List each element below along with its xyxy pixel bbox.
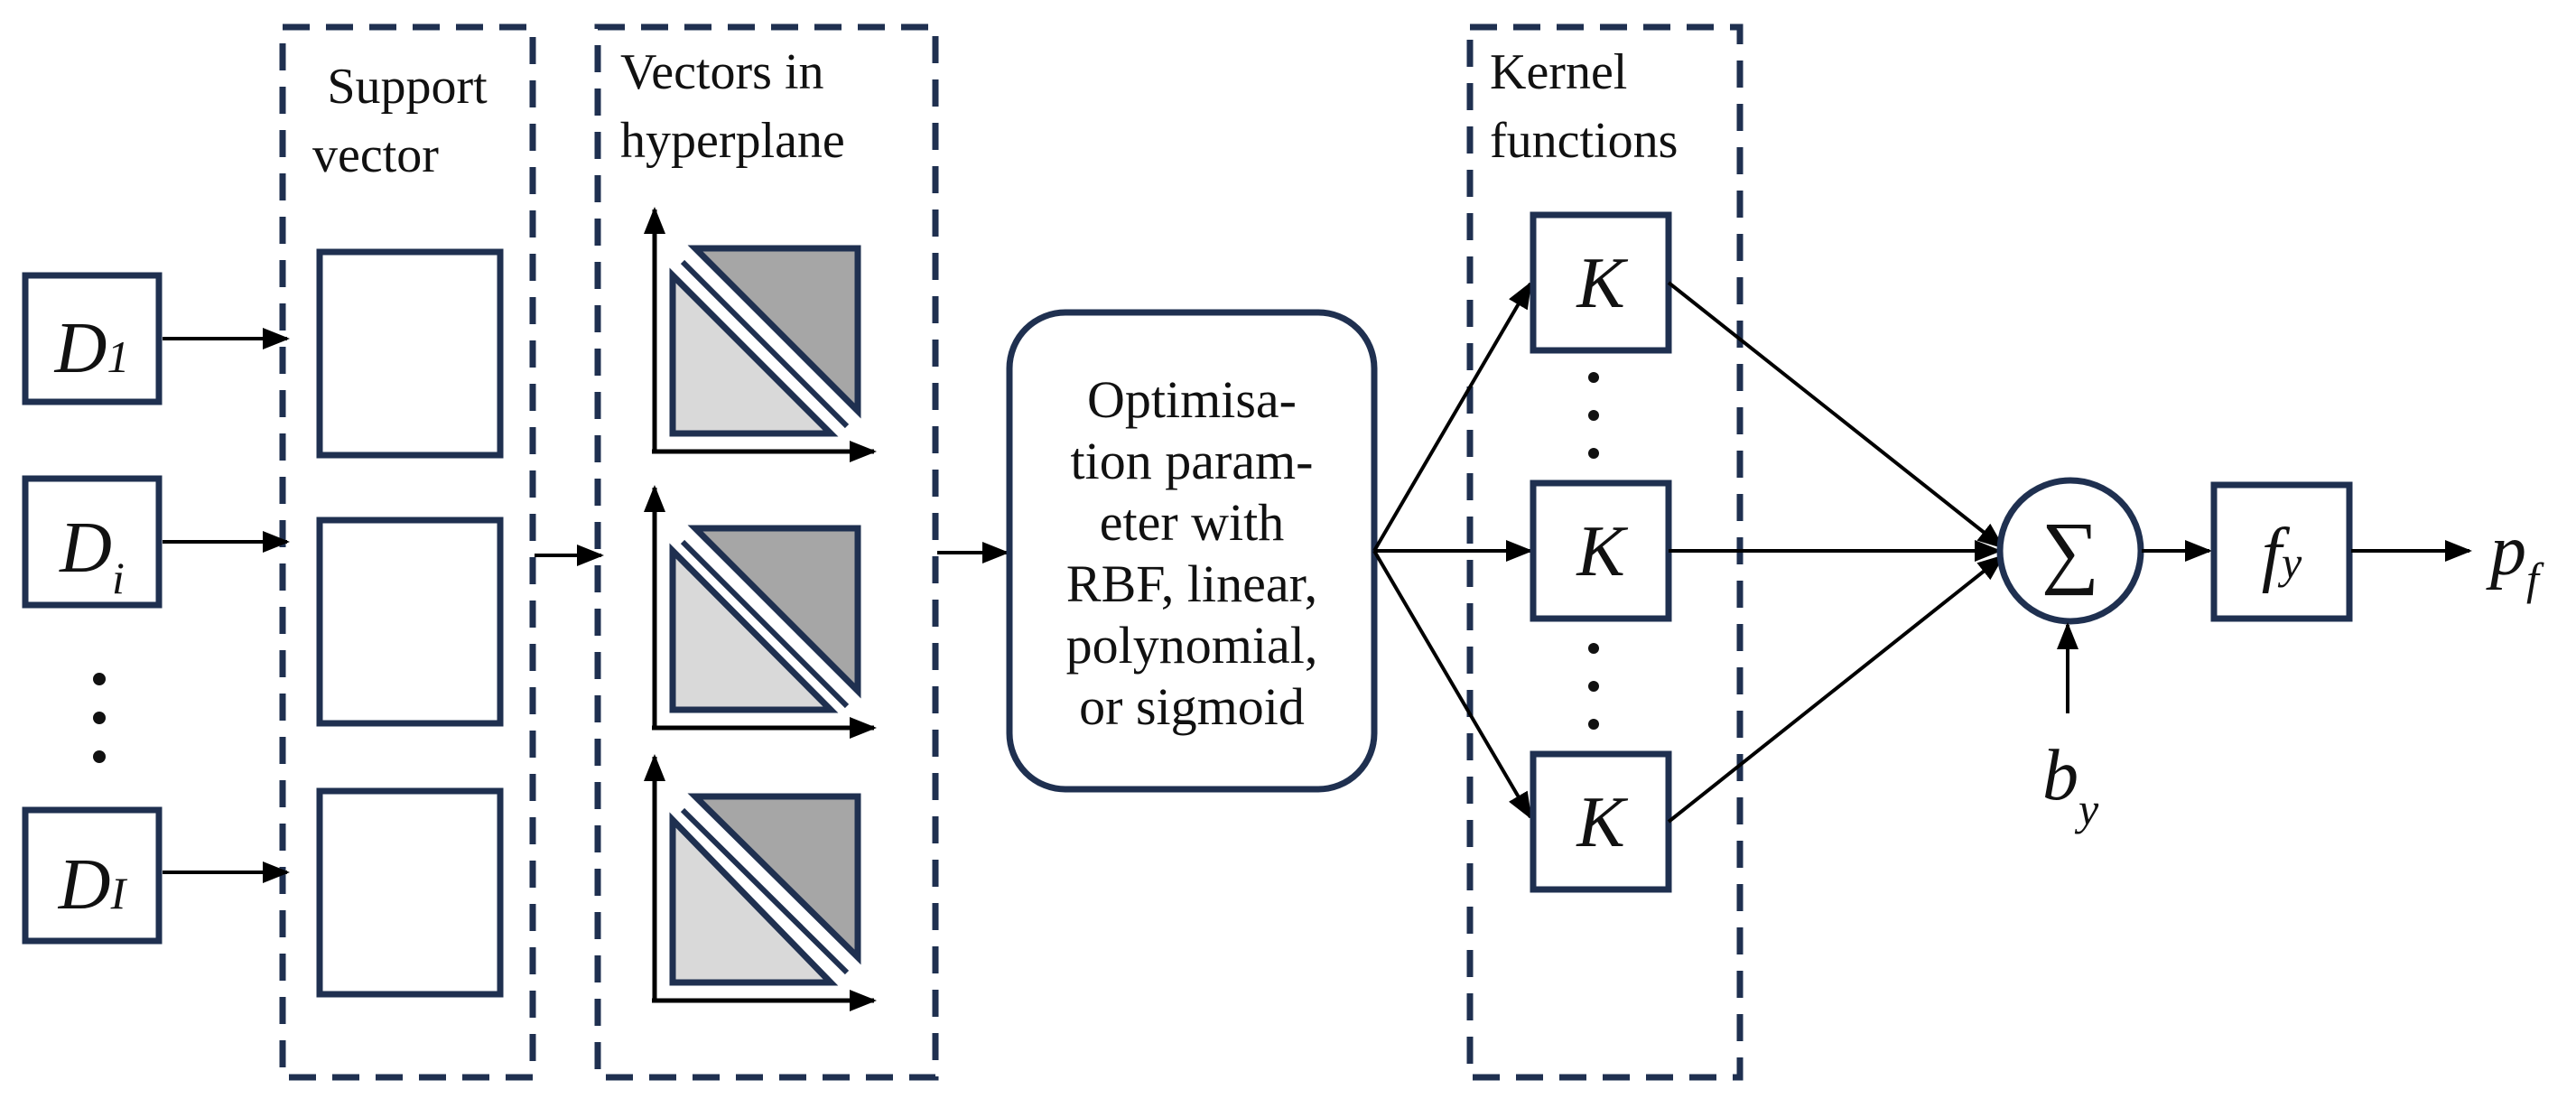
activation-subscript: y xyxy=(2277,537,2302,588)
arrow-optimisation-to-kernel-bottom xyxy=(1372,549,1532,820)
input-dI-subscript: I xyxy=(110,868,128,918)
arrow-kernel-bottom-to-sum xyxy=(1667,554,2005,824)
support-vector-box-2 xyxy=(316,517,504,727)
hyperplane-plot-2 xyxy=(644,485,877,739)
kernel-3-label: K xyxy=(1576,783,1628,862)
input-di-symbol: D xyxy=(59,508,112,588)
input-di-subscript: i xyxy=(112,553,125,603)
kernel-node-2: K xyxy=(1530,480,1672,622)
input-dI-symbol: D xyxy=(58,845,111,925)
summation-node: ∑ xyxy=(1996,477,2144,625)
kernel-node-1: K xyxy=(1530,211,1672,354)
kernel-title: Kernel xyxy=(1490,44,1627,100)
kernel-ellipsis-upper xyxy=(1588,372,1599,459)
input-d1-subscript: 1 xyxy=(107,331,129,382)
bias-subscript: y xyxy=(2074,784,2099,834)
support-vector-title: Support xyxy=(327,59,488,115)
support-vector-box-3 xyxy=(316,787,504,998)
optimisation-line-5: polynomial, xyxy=(1066,616,1318,675)
optimisation-line-1: Optimisa- xyxy=(1087,370,1297,429)
hyperplane-plot-3 xyxy=(644,754,877,1011)
optimisation-line-2: tion param- xyxy=(1071,432,1314,490)
svg-text:DI: DI xyxy=(58,845,128,925)
input-node-di: Di xyxy=(22,475,163,609)
kernel-2-label: K xyxy=(1576,512,1628,591)
arrow-kernel-top-to-sum xyxy=(1667,281,2005,549)
input-node-dI: DI xyxy=(22,806,163,945)
kernel-node-3: K xyxy=(1530,750,1672,893)
hyperplane-plot-1 xyxy=(644,207,877,462)
bias-symbol: b xyxy=(2042,736,2078,815)
kernel-1-label: K xyxy=(1576,244,1628,323)
hyperplane-title-line2: hyperplane xyxy=(620,113,845,169)
output-symbol: p xyxy=(2486,511,2526,591)
support-vector-title-line2: vector xyxy=(312,127,439,183)
input-node-d1: D1 xyxy=(22,272,163,405)
hyperplane-title: Vectors in xyxy=(620,44,824,100)
output-label: pf xyxy=(2486,511,2544,604)
kernel-title-line2: functions xyxy=(1490,113,1678,169)
input-ellipsis xyxy=(93,673,106,763)
optimisation-box: Optimisa- tion param- eter with RBF, lin… xyxy=(1006,309,1378,793)
output-subscript: f xyxy=(2526,554,2544,604)
kernel-ellipsis-lower xyxy=(1588,643,1599,730)
optimisation-line-4: RBF, linear, xyxy=(1066,554,1317,613)
optimisation-line-6: or sigmoid xyxy=(1079,677,1305,736)
svg-text:Di: Di xyxy=(59,508,125,603)
sum-symbol: ∑ xyxy=(2041,507,2099,596)
bias-label: by xyxy=(2042,736,2099,834)
support-vector-box-1 xyxy=(316,248,504,459)
svg-text:D1: D1 xyxy=(54,309,130,388)
activation-node: fy xyxy=(2210,481,2353,622)
arrow-optimisation-to-kernel-top xyxy=(1372,281,1532,553)
input-d1-symbol: D xyxy=(54,309,107,388)
optimisation-line-3: eter with xyxy=(1100,493,1285,552)
